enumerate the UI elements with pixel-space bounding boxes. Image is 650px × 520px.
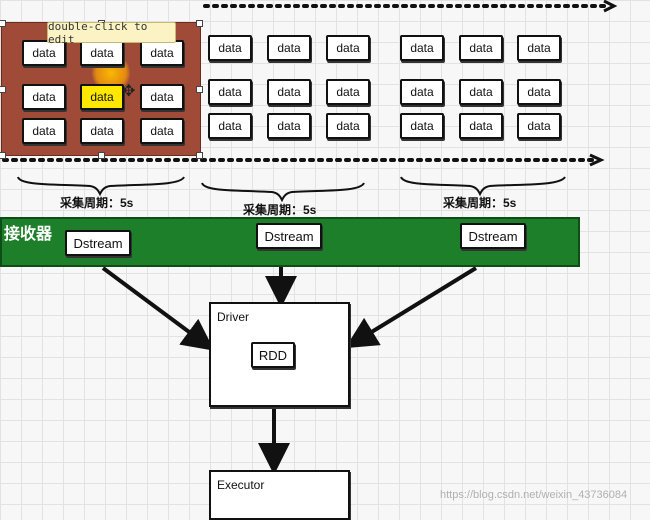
period-label-2: 采集周期：5s (243, 203, 317, 217)
data-box[interactable]: data (208, 79, 252, 105)
arrow-dstream3-driver (345, 266, 478, 349)
executor-box[interactable]: Executor (209, 470, 350, 520)
driver-label: Driver (217, 310, 249, 324)
data-box[interactable]: data (267, 79, 311, 105)
resize-handle[interactable] (196, 20, 203, 27)
data-box[interactable]: data (517, 35, 561, 61)
data-box[interactable]: data (140, 118, 184, 144)
data-box[interactable]: data (400, 35, 444, 61)
data-box[interactable]: data (400, 113, 444, 139)
data-box[interactable]: data (22, 118, 66, 144)
data-box[interactable]: data (208, 113, 252, 139)
rdd-box[interactable]: RDD (251, 342, 295, 368)
data-box[interactable]: data (326, 79, 370, 105)
data-box[interactable]: data (326, 35, 370, 61)
resize-handle[interactable] (196, 86, 203, 93)
brace-2 (201, 182, 365, 203)
data-box[interactable]: data (326, 113, 370, 139)
data-box[interactable]: data (517, 113, 561, 139)
data-box[interactable]: data (267, 113, 311, 139)
data-box[interactable]: data (22, 40, 66, 66)
data-box[interactable]: data (22, 84, 66, 110)
data-box[interactable]: data (459, 113, 503, 139)
executor-label: Executor (217, 478, 265, 492)
dstream-box-3[interactable]: Dstream (460, 223, 526, 249)
resize-handle[interactable] (196, 152, 203, 159)
edit-tooltip: double-click to edit (47, 20, 176, 46)
watermark-text: https://blog.csdn.net/weixin_43736084 (440, 489, 628, 501)
dstream-box-2[interactable]: Dstream (256, 223, 322, 249)
data-box[interactable]: data (80, 118, 124, 144)
resize-handle[interactable] (98, 152, 105, 159)
timeline-arrow-top-head (603, 0, 618, 13)
period-label-1: 采集周期：5s (60, 196, 134, 210)
data-box[interactable]: data (208, 35, 252, 61)
dstream-box-1[interactable]: Dstream (65, 230, 131, 256)
resize-handle[interactable] (0, 20, 6, 27)
data-box[interactable]: data (140, 84, 184, 110)
brace-3 (400, 176, 566, 197)
data-box[interactable]: data (267, 35, 311, 61)
brace-1 (17, 176, 185, 197)
resize-handle[interactable] (0, 152, 6, 159)
move-cursor-icon: ✥ (122, 83, 136, 100)
arrows-layer (2, 0, 618, 475)
data-box[interactable]: data (459, 35, 503, 61)
resize-handle[interactable] (0, 86, 6, 93)
period-label-3: 采集周期：5s (443, 196, 517, 210)
data-box[interactable]: data (517, 79, 561, 105)
receiver-label: 接收器 (4, 226, 53, 243)
timeline-arrow-bottom-head (589, 153, 605, 167)
data-box[interactable]: data (459, 79, 503, 105)
data-box-selected[interactable]: data (80, 84, 124, 110)
data-box[interactable]: data (400, 79, 444, 105)
arrow-dstream1-driver (101, 266, 215, 351)
